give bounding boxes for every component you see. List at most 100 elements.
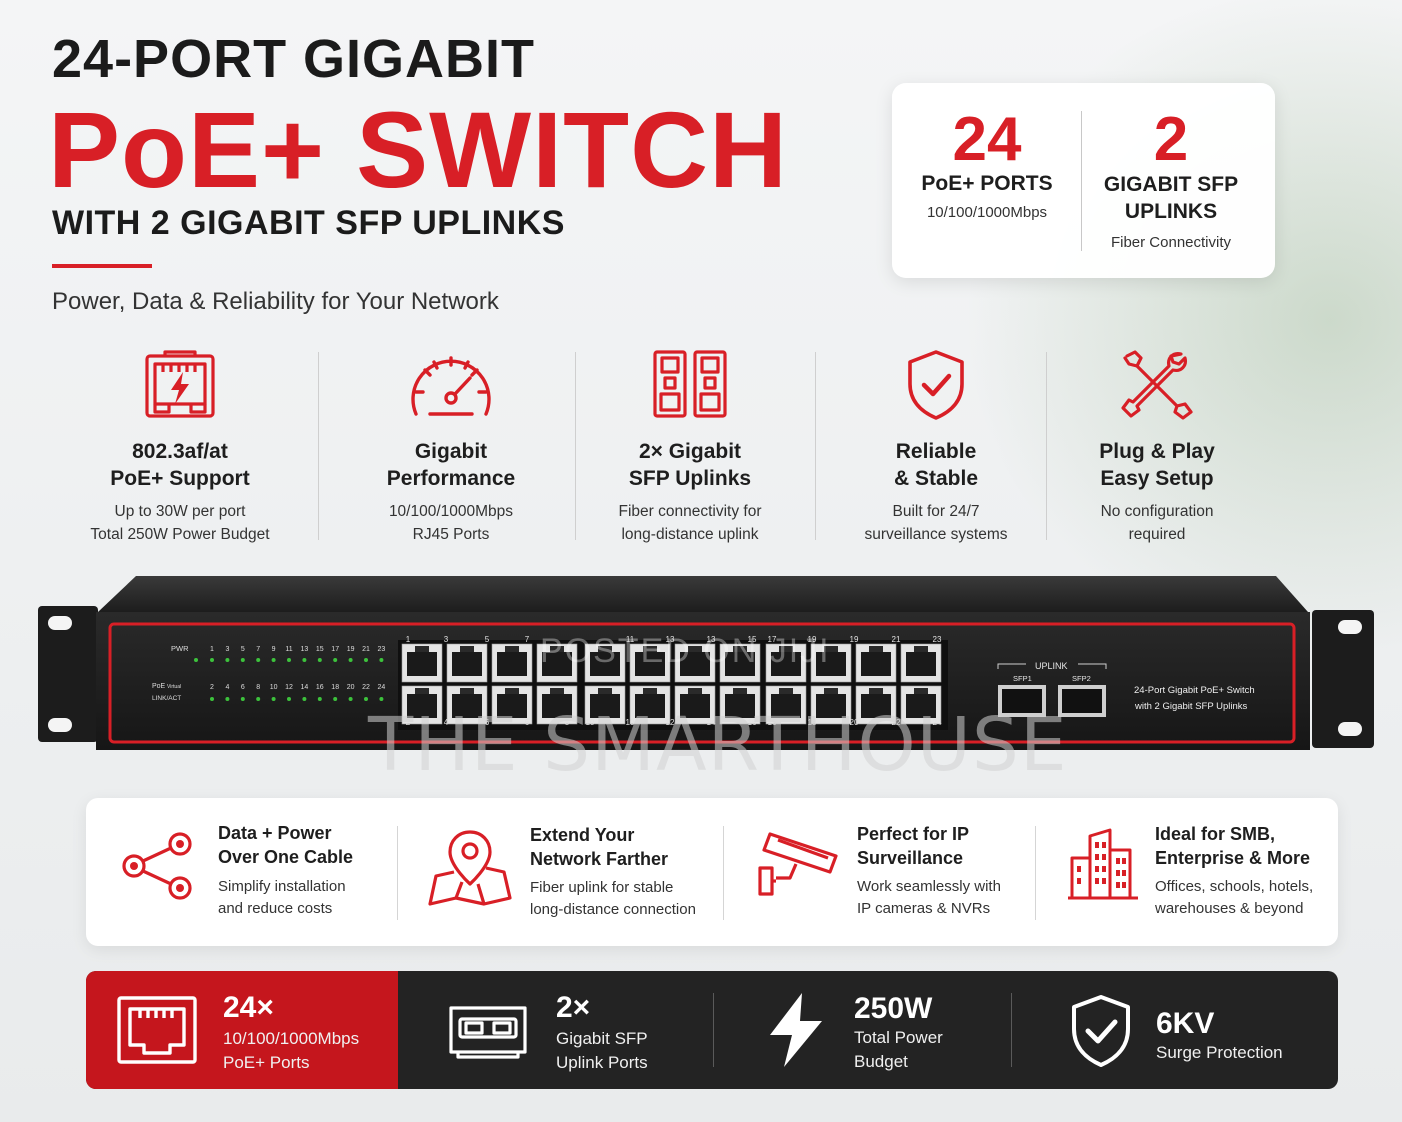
port-number: 13 <box>707 635 716 644</box>
rj45-port-socket <box>771 652 801 676</box>
led-number: 5 <box>241 646 245 653</box>
led-number: 2 <box>210 684 214 691</box>
tools-icon <box>1121 350 1193 420</box>
rj45-port-latch <box>688 688 702 694</box>
rj45-port-socket <box>906 652 936 676</box>
rj45-ports <box>401 643 942 725</box>
security-camera-icon <box>758 832 838 896</box>
port-number: 1 <box>406 635 411 644</box>
port-number: 20 <box>850 718 859 727</box>
ethernet-port-power-icon <box>145 350 215 418</box>
port-number: 19 <box>850 635 859 644</box>
feature-divider <box>575 352 576 540</box>
stat-caption: 10/100/1000Mbps <box>926 204 1048 221</box>
led-number: 6 <box>241 684 245 691</box>
spec-divider <box>1011 993 1012 1067</box>
led-indicator <box>317 697 322 701</box>
benefit-divider <box>397 826 398 920</box>
feature-divider <box>815 352 816 540</box>
rj45-port-socket <box>407 694 437 718</box>
port-number: 22 <box>892 718 901 727</box>
pwr-label: PWR <box>171 644 189 653</box>
led-indicator <box>364 697 368 701</box>
rj45-port-latch <box>869 688 883 694</box>
stat-poe-ports: 24 PoE+ PORTS 10/100/1000Mbps <box>892 83 1082 278</box>
rj45-port-latch <box>550 688 564 694</box>
stats-card: 24 PoE+ PORTS 10/100/1000Mbps 2 GIGABIT … <box>892 83 1275 278</box>
benefit-divider <box>1035 826 1036 920</box>
map-pin-icon <box>428 830 512 906</box>
led-indicator <box>302 697 307 701</box>
stat-sfp-uplinks: 2 GIGABIT SFP UPLINKS Fiber Connectivity <box>1076 83 1266 278</box>
benefit-desc: Offices, schools, hotels,warehouses & be… <box>1155 878 1314 917</box>
led-indicator <box>348 697 353 701</box>
red-trim <box>108 622 1296 744</box>
rj45-port-socket <box>542 694 572 718</box>
led-indicator <box>271 658 276 662</box>
benefit-divider <box>723 826 724 920</box>
rj45-port-socket <box>771 694 801 718</box>
spec-value: 24× <box>223 991 274 1024</box>
led-indicator <box>333 658 338 662</box>
led-number: 1 <box>210 646 214 653</box>
port-number: 10 <box>586 718 595 727</box>
led-indicator <box>225 697 230 701</box>
port-number: 8 <box>565 718 570 727</box>
led-number: 10 <box>270 684 278 691</box>
rack-ear-left <box>38 606 98 742</box>
sfp-port-icon <box>449 1006 527 1059</box>
port-number: 4 <box>444 718 449 727</box>
rj45-port-latch <box>415 646 429 652</box>
headline-subtitle: WITH 2 GIGABIT SFP UPLINKS <box>52 204 565 242</box>
rj45-port-latch <box>688 646 702 652</box>
headline-top: 24-PORT GIGABIT <box>52 29 536 89</box>
status-leds <box>194 658 384 701</box>
port-number: 6 <box>525 718 530 727</box>
spec-highlight <box>86 971 398 1089</box>
feature-divider <box>318 352 319 540</box>
lightning-icon <box>770 993 822 1067</box>
led-number: 8 <box>256 684 260 691</box>
led-indicator <box>302 658 307 662</box>
rj45-port-socket <box>906 694 936 718</box>
led-number: 17 <box>331 646 339 653</box>
rj45-port-latch <box>598 646 612 652</box>
share-nodes-icon <box>122 832 192 900</box>
rj45-port-socket <box>542 652 572 676</box>
shield-check-icon <box>908 350 964 420</box>
rj45-port-latch <box>779 646 793 652</box>
stat-value: 2 <box>1153 105 1189 174</box>
stats-divider <box>1081 111 1082 251</box>
port-number: 15 <box>748 635 757 644</box>
led-number: 15 <box>316 646 324 653</box>
rj45-port-socket <box>861 652 891 676</box>
led-number: 18 <box>331 684 339 691</box>
speedometer-icon <box>411 356 491 416</box>
watermark-large: THE SMARTHOUSE <box>368 702 1068 788</box>
port-number: 2 <box>406 718 411 727</box>
led-number: 9 <box>272 646 276 653</box>
spec-surge-protection: 6KV Surge Protection <box>1012 971 1338 1089</box>
led-number: 21 <box>362 646 370 653</box>
rj45-port-latch <box>914 688 928 694</box>
rj45-port-latch <box>505 646 519 652</box>
stat-caption: Fiber Connectivity <box>1110 234 1232 251</box>
rj45-port-socket <box>725 694 755 718</box>
link-act-label: LINK/ACT <box>152 695 181 702</box>
sfp2-label: SFP2 <box>1072 674 1091 683</box>
port-number: 21 <box>892 635 901 644</box>
feature-divider <box>1046 352 1047 540</box>
rj45-port-socket <box>680 652 710 676</box>
rj45-port-latch <box>550 646 564 652</box>
